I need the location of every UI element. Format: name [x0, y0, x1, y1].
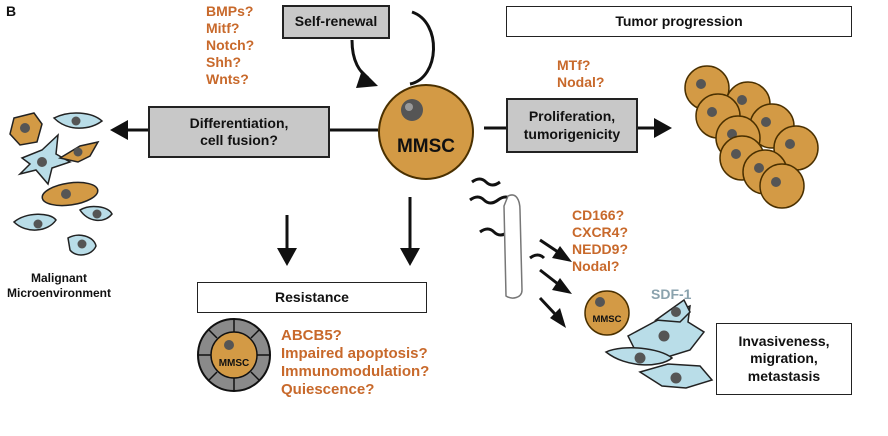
- tumor-cell-nucleus: [707, 107, 717, 117]
- microenv-nucleus: [20, 123, 30, 133]
- tumor-cell-nucleus: [754, 163, 764, 173]
- tumor-cell-nucleus: [731, 149, 741, 159]
- proliferation-line1: Proliferation,: [528, 108, 616, 124]
- self-renewal-factors: BMPs? Mitf? Notch? Shh? Wnts?: [206, 3, 254, 88]
- microenv-nucleus: [71, 116, 81, 126]
- factor: Nodal?: [572, 258, 620, 274]
- invasion-arrows: [538, 238, 559, 316]
- microenvironment-cells: [9, 112, 113, 256]
- tumor-cell: [759, 163, 805, 209]
- tumor-cell-nucleus: [761, 117, 771, 127]
- microenv-nucleus: [73, 147, 83, 157]
- proliferation-line2: tumorigenicity: [523, 125, 621, 142]
- factor: Notch?: [206, 37, 255, 53]
- tumor-cell-nucleus: [696, 79, 706, 89]
- invasiveness-line1: Invasiveness,: [738, 332, 830, 349]
- self-renewal-title: Self-renewal: [294, 13, 378, 30]
- microenvironment-line2: Microenvironment: [6, 286, 111, 300]
- tumor-cell-nucleus: [785, 139, 795, 149]
- microenvironment-label: Malignant Microenvironment: [0, 271, 118, 301]
- factor: ABCB5?: [281, 327, 342, 344]
- panel-letter: B: [6, 3, 17, 19]
- resistance-title: Resistance: [275, 288, 349, 305]
- factor: CD166?: [572, 207, 625, 223]
- resistance-box: Resistance: [197, 282, 427, 313]
- factor: Wnts?: [206, 71, 249, 87]
- differentiation-line1: Differentiation,: [189, 114, 289, 131]
- invasion-arrowhead: [550, 308, 566, 328]
- invading-mmsc-cell: [584, 290, 630, 336]
- microenv-nucleus: [33, 219, 43, 229]
- invasion-arrowhead: [552, 246, 572, 262]
- self-renewal-loop-arrow-start: [350, 39, 369, 80]
- mmsc-center-label: MMSC: [397, 136, 455, 157]
- tumor-progression-box: Tumor progression: [506, 6, 852, 37]
- invading-mmsc-label: MMSC: [592, 314, 621, 325]
- factor: BMPs?: [206, 3, 254, 19]
- tumor-cell-nucleus: [727, 129, 737, 139]
- invasiveness-line3: metastasis: [747, 367, 821, 384]
- self-renewal-arrowhead: [356, 70, 378, 88]
- arrow-to-microenv-head: [110, 120, 128, 140]
- microenv-nucleus: [92, 209, 102, 219]
- factor: Impaired apoptosis?: [281, 345, 428, 362]
- invasiveness-box: Invasiveness, migration, metastasis: [716, 323, 852, 395]
- tumor-progression-factors: MTf? Nodal?: [557, 57, 604, 91]
- microenv-nucleus: [61, 189, 71, 199]
- sdf1-label: SDF-1: [651, 286, 692, 302]
- factor: Mitf?: [206, 20, 240, 36]
- resistant-mmsc-cell: [197, 318, 271, 392]
- invasion-arrowhead: [552, 278, 572, 294]
- factor: CXCR4?: [572, 224, 629, 240]
- mmsc-center-nucleus-highlight: [405, 103, 413, 111]
- microenv-nucleus: [37, 157, 47, 167]
- invading-mmsc-nucleus: [595, 297, 605, 307]
- arrow-to-resistance-left-head: [277, 248, 297, 266]
- factor: Quiescence?: [281, 381, 375, 398]
- factor: Immunomodulation?: [281, 363, 430, 380]
- stromal-cells: [604, 298, 714, 389]
- self-renewal-box: Self-renewal: [282, 5, 390, 39]
- tumor-cell-nucleus: [737, 95, 747, 105]
- microenv-nucleus: [77, 239, 87, 249]
- self-renewal-loop-arrow: [409, 10, 435, 86]
- proliferation-box: Proliferation, tumorigenicity: [506, 98, 638, 153]
- tissue-barrier: [503, 194, 523, 299]
- mmsc-center-cell: [378, 84, 474, 180]
- microenvironment-line1: Malignant: [31, 271, 87, 285]
- invasiveness-line2: migration,: [750, 350, 818, 367]
- tumor-progression-title: Tumor progression: [615, 12, 743, 29]
- mmsc-center-nucleus: [401, 99, 423, 121]
- arrow-to-resistance-right-head: [400, 248, 420, 266]
- differentiation-box: Differentiation, cell fusion?: [148, 106, 330, 158]
- resistant-mmsc-label: MMSC: [219, 358, 250, 369]
- factor: Shh?: [206, 54, 241, 70]
- factor: NEDD9?: [572, 241, 629, 257]
- factor: MTf?: [557, 57, 591, 73]
- tumor-cell-cluster: [684, 65, 819, 209]
- differentiation-line2: cell fusion?: [200, 132, 278, 148]
- arrow-to-tumor-head: [654, 118, 672, 138]
- resistance-factors: ABCB5? Impaired apoptosis? Immunomodulat…: [281, 327, 429, 399]
- factor: Nodal?: [557, 74, 605, 90]
- invasion-factors: CD166? CXCR4? NEDD9? Nodal?: [572, 207, 628, 275]
- chemotaxis-signals: [469, 177, 546, 260]
- tumor-cell-nucleus: [771, 177, 781, 187]
